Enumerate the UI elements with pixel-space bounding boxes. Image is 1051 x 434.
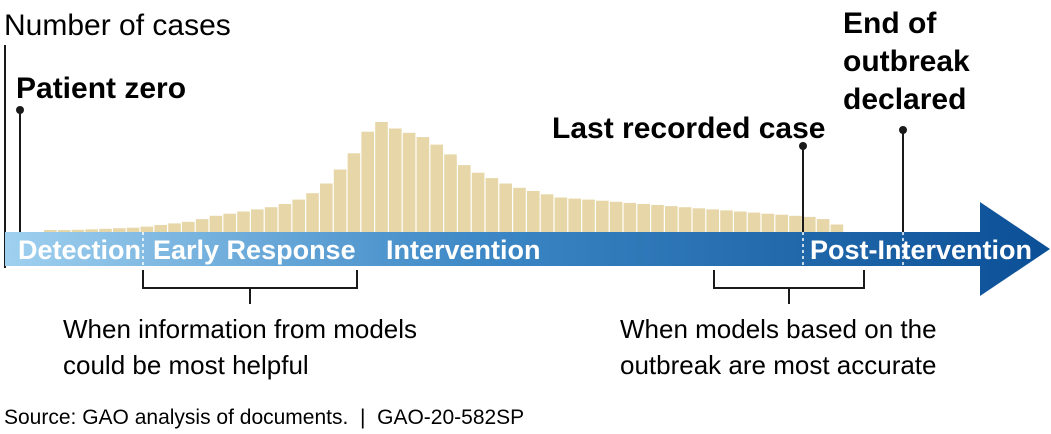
case-bar — [471, 172, 485, 232]
case-bar — [734, 211, 747, 232]
case-bar — [195, 219, 209, 232]
last-case-dot — [799, 142, 807, 150]
case-bar — [430, 144, 443, 232]
case-bar — [458, 165, 471, 232]
phase-intervention: Intervention — [386, 235, 541, 265]
timeline-arrow — [5, 202, 1050, 296]
case-bar — [485, 178, 499, 232]
case-bar — [361, 131, 374, 232]
case-bar — [126, 227, 140, 232]
case-bar — [720, 210, 733, 232]
case-bar — [85, 229, 98, 232]
case-bar — [775, 214, 788, 232]
case-bar — [320, 183, 333, 232]
case-bar — [540, 194, 554, 232]
end-outbreak-label-line1: End of — [843, 7, 937, 40]
case-bar — [333, 169, 347, 232]
case-bar — [527, 191, 540, 232]
case-bar — [651, 205, 664, 232]
end-outbreak-dot — [899, 126, 907, 134]
case-bar — [637, 204, 650, 232]
case-bar — [223, 213, 236, 232]
case-bar — [803, 216, 816, 232]
case-bar — [292, 199, 305, 232]
case-bar — [389, 128, 402, 232]
y-axis-label: Number of cases — [4, 9, 231, 42]
case-bar — [154, 225, 167, 232]
case-bar — [554, 197, 568, 232]
phase-early-response: Early Response — [153, 235, 356, 265]
case-bar — [706, 209, 719, 232]
case-bar — [678, 207, 692, 232]
case-bar — [347, 153, 361, 232]
last-case-label: Last recorded case — [552, 112, 825, 145]
case-bar — [251, 209, 264, 232]
case-bar — [44, 230, 57, 232]
case-bar — [499, 183, 512, 232]
case-bar — [830, 224, 844, 232]
case-bar — [596, 200, 609, 232]
case-bar — [444, 154, 457, 232]
case-bar — [416, 137, 430, 232]
bracket-models-helpful — [142, 270, 358, 304]
case-bar — [99, 228, 112, 232]
case-bar — [692, 208, 706, 232]
case-bar — [209, 215, 223, 232]
case-bar — [140, 226, 154, 232]
case-bar — [623, 202, 637, 232]
case-bar — [761, 213, 775, 232]
note-models-helpful-line1: When information from models — [63, 314, 417, 344]
case-bar — [582, 199, 595, 232]
note-models-helpful-line2: could be most helpful — [63, 350, 309, 380]
patient-zero-label: Patient zero — [16, 72, 186, 105]
case-bar — [609, 201, 623, 232]
end-outbreak-label-line3: declared — [843, 83, 966, 116]
note-models-accurate-line2: outbreak are most accurate — [620, 350, 937, 380]
case-bar — [57, 230, 71, 232]
case-bar — [71, 229, 85, 232]
source-line: Source: GAO analysis of documents. | GAO… — [4, 406, 524, 429]
case-bar — [665, 206, 678, 232]
case-bar — [375, 122, 388, 232]
phase-detection: Detection — [18, 235, 141, 265]
case-bar — [278, 204, 292, 232]
patient-zero-dot — [16, 106, 24, 114]
case-bar — [237, 211, 250, 232]
case-bar — [816, 219, 830, 232]
case-bar — [113, 228, 126, 232]
case-bar — [168, 223, 181, 232]
case-bar — [402, 132, 416, 232]
case-bar — [182, 221, 195, 232]
case-bar — [568, 198, 581, 232]
note-models-accurate-line1: When models based on the — [620, 314, 937, 344]
case-bar — [747, 212, 761, 232]
case-bar — [513, 187, 526, 232]
bracket-models-accurate — [713, 270, 865, 304]
case-bar — [306, 193, 319, 232]
phase-post-intervention: Post-Intervention — [810, 235, 1032, 265]
end-outbreak-label-line2: outbreak — [843, 45, 970, 78]
case-bar — [789, 215, 802, 232]
case-bar — [264, 207, 278, 232]
case-bars — [44, 122, 844, 232]
